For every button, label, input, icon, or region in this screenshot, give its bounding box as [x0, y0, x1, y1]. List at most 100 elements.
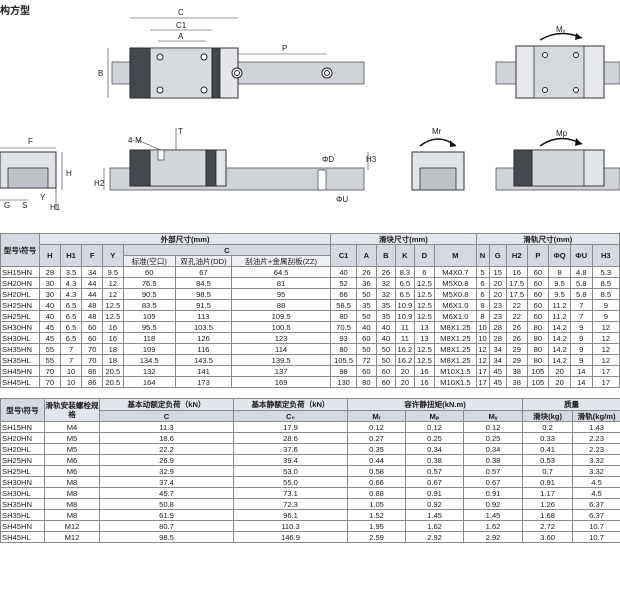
model-cell: SH30HN: [0, 476, 45, 488]
model-column-header-2: 型号\符号: [0, 398, 45, 422]
table-cell: 28: [39, 266, 61, 278]
table-cell: 60: [81, 332, 104, 344]
table-cell: 36: [356, 277, 377, 289]
table-cell: 6.5: [59, 332, 83, 344]
table-cell: 12: [475, 343, 490, 355]
table-cell: 20: [395, 365, 415, 377]
table-cell: 0.91: [462, 487, 524, 499]
table-cell: 40: [375, 321, 397, 333]
table-cell: 105: [526, 376, 550, 388]
table-cell: 50: [375, 354, 397, 366]
c-standard-header: 标准(空口): [122, 255, 176, 267]
model-column-header: 型号\符号: [0, 233, 41, 267]
table-cell: 4.3: [59, 277, 83, 289]
table-cell: 10.7: [572, 520, 620, 532]
moment-mr-label: Mr: [432, 127, 442, 136]
table-cell: 38: [505, 365, 528, 377]
table-cell: M8: [44, 509, 100, 521]
table-cell: 60: [122, 266, 176, 278]
table-cell: 60: [375, 376, 397, 388]
table-cell: 6.5: [59, 321, 83, 333]
table-cell: 26: [356, 266, 377, 278]
table-cell: 1.45: [405, 509, 464, 521]
dim-s-label: S: [22, 201, 27, 210]
table-cell: 105.5: [330, 354, 358, 366]
table-cell: M5X0.8: [434, 277, 477, 289]
table-cell: 109: [122, 343, 176, 355]
table-cell: 0.34: [405, 443, 464, 455]
table-cell: 20: [488, 288, 507, 300]
table-cell: 0.57: [405, 465, 464, 477]
model-cell: SH25HN: [0, 454, 45, 466]
table-cell: 4.8: [569, 266, 593, 278]
table-cell: 9.5: [102, 266, 124, 278]
table-cell: 45: [488, 365, 507, 377]
table-cell: 12.5: [413, 343, 436, 355]
table-cell: 55.0: [233, 476, 348, 488]
dim-h3-label: H3: [366, 155, 377, 164]
table-cell: 126: [174, 332, 233, 344]
dim-h2-label: H2: [94, 179, 105, 188]
table-cell: 81: [231, 277, 332, 289]
table-cell: M6X1.0: [434, 299, 477, 311]
table-cell: 80: [356, 376, 377, 388]
table-cell: 6.5: [59, 310, 83, 322]
table-cell: 5.3: [591, 266, 620, 278]
table-cell: 3.60: [522, 531, 574, 543]
model-cell: SH20HL: [0, 288, 41, 300]
sym-g: G: [488, 244, 507, 267]
table-cell: 1.05: [347, 498, 406, 510]
sym-p: P: [526, 244, 550, 267]
table-cell: 9: [591, 299, 620, 311]
table-cell: 0.2: [522, 421, 574, 433]
table-cell: 118: [122, 332, 176, 344]
table-cell: 45: [488, 376, 507, 388]
table-cell: M10X1.5: [434, 365, 477, 377]
model-cell: SH45HL: [0, 531, 45, 543]
table-cell: 20.5: [102, 376, 124, 388]
table-cell: 1.95: [347, 520, 406, 532]
table-cell: 90.5: [122, 288, 176, 300]
table-cell: 103.5: [174, 321, 233, 333]
table-cell: 3.32: [572, 465, 620, 477]
model-cell: SH35HN: [0, 498, 45, 510]
table-cell: 44: [81, 277, 104, 289]
table-cell: 17: [475, 365, 490, 377]
table-cell: 60: [526, 277, 550, 289]
moment-mr-drawing: Mr: [411, 127, 465, 191]
table-cell: 11: [395, 332, 415, 344]
table-cell: 32.9: [99, 465, 234, 477]
table-cell: 16: [413, 365, 436, 377]
block-dimension-header: 滑块尺寸(mm): [330, 233, 477, 245]
table-cell: M6: [44, 465, 100, 477]
table-cell: 10: [59, 376, 83, 388]
mass-block-header: 滑块(kg): [522, 410, 574, 422]
table-cell: 12.5: [413, 288, 436, 300]
table-cell: 22: [505, 310, 528, 322]
sym-static-c0: C₀: [233, 410, 348, 422]
table-cell: 95.5: [122, 321, 176, 333]
table-cell: 12.5: [413, 354, 436, 366]
table-cell: M6X1.0: [434, 310, 477, 322]
model-cell: SH45HL: [0, 376, 41, 388]
table-cell: 29: [505, 343, 528, 355]
table-cell: 5.8: [569, 288, 593, 300]
sym-k: K: [395, 244, 415, 267]
table-cell: 45.7: [99, 487, 234, 499]
table-cell: 6.5: [395, 288, 415, 300]
table-cell: 23: [488, 299, 507, 311]
c-zz-header: 刮油片+金属刮板(ZZ): [231, 255, 332, 267]
table-cell: 11: [395, 321, 415, 333]
table-cell: 15: [488, 266, 507, 278]
table-cell: 34: [488, 354, 507, 366]
table-cell: 113: [174, 310, 233, 322]
